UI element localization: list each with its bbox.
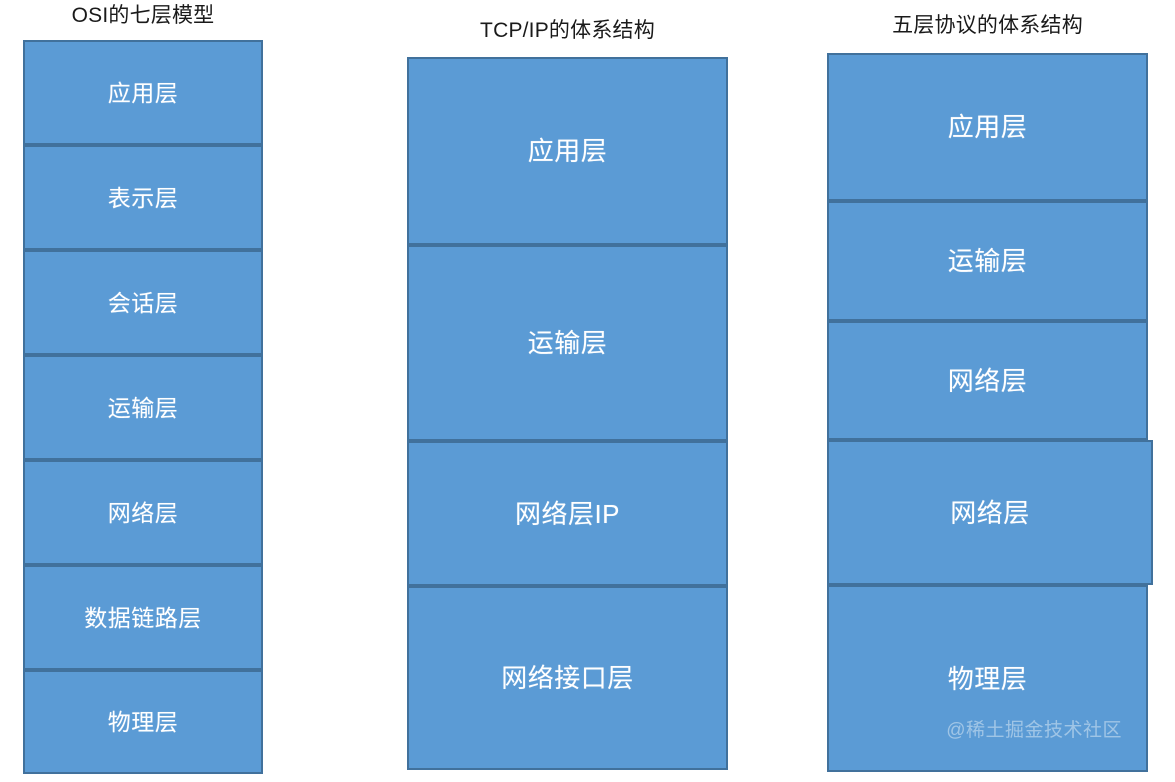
five-layer-physical[interactable]: 物理层 @稀土掘金技术社区 xyxy=(827,585,1148,772)
osi-layer-transport[interactable]: 运输层 xyxy=(23,355,263,460)
osi-layer-physical-label: 物理层 xyxy=(107,709,179,735)
five-layer-data-link-label: 网络层 xyxy=(950,497,1030,528)
tcpip-layer-transport[interactable]: 运输层 xyxy=(407,245,728,441)
column-five-layer-architecture: 五层协议的体系结构 应用层 运输层 网络层 网络层 物理层 @稀土掘金技术社区 xyxy=(800,0,1175,782)
osi-layer-presentation[interactable]: 表示层 xyxy=(23,145,263,250)
tcpip-layer-transport-label: 运输层 xyxy=(527,328,608,358)
tcpip-layer-stack: 应用层 运输层 网络层IP 网络接口层 xyxy=(407,57,728,770)
five-layer-transport-label: 运输层 xyxy=(947,246,1028,276)
osi-layer-data-link[interactable]: 数据链路层 xyxy=(23,565,263,670)
tcpip-layer-application-label: 应用层 xyxy=(527,136,608,166)
osi-layer-stack: 应用层 表示层 会话层 运输层 网络层 数据链路层 物理层 xyxy=(23,40,263,774)
column-title-tcpip: TCP/IP的体系结构 xyxy=(480,19,655,42)
column-title-osi: OSI的七层模型 xyxy=(71,4,215,27)
osi-layer-presentation-label: 表示层 xyxy=(107,184,179,211)
five-layer-application[interactable]: 应用层 xyxy=(827,53,1148,201)
five-layer-network[interactable]: 网络层 xyxy=(827,321,1148,440)
tcpip-layer-network-interface[interactable]: 网络接口层 xyxy=(407,586,728,770)
osi-layer-data-link-label: 数据链路层 xyxy=(84,604,202,631)
column-title-five-layer: 五层协议的体系结构 xyxy=(892,14,1083,37)
tcpip-layer-network-ip[interactable]: 网络层IP xyxy=(407,441,728,586)
five-layer-physical-label: 物理层 xyxy=(947,663,1028,694)
five-layer-stack: 应用层 运输层 网络层 网络层 物理层 @稀土掘金技术社区 xyxy=(827,53,1153,772)
osi-layer-session-label: 会话层 xyxy=(107,289,179,316)
five-layer-network-label: 网络层 xyxy=(947,365,1028,396)
osi-layer-transport-label: 运输层 xyxy=(107,394,179,421)
column-osi-seven-layer-model: OSI的七层模型 应用层 表示层 会话层 运输层 网络层 数据链路层 物理层 xyxy=(0,0,300,782)
osi-layer-network-label: 网络层 xyxy=(107,499,179,526)
column-tcpip-architecture: TCP/IP的体系结构 应用层 运输层 网络层IP 网络接口层 xyxy=(380,0,760,782)
osi-layer-network[interactable]: 网络层 xyxy=(23,460,263,565)
osi-layer-physical[interactable]: 物理层 xyxy=(23,670,263,774)
tcpip-layer-network-interface-label: 网络接口层 xyxy=(501,663,634,693)
five-layer-application-label: 应用层 xyxy=(947,112,1028,142)
watermark-text: @稀土掘金技术社区 xyxy=(946,720,1122,741)
tcpip-layer-network-ip-label: 网络层IP xyxy=(514,498,621,529)
osi-layer-application[interactable]: 应用层 xyxy=(23,40,263,145)
osi-layer-session[interactable]: 会话层 xyxy=(23,250,263,355)
five-layer-transport[interactable]: 运输层 xyxy=(827,201,1148,321)
osi-layer-application-label: 应用层 xyxy=(107,79,179,106)
tcpip-layer-application[interactable]: 应用层 xyxy=(407,57,728,245)
five-layer-data-link[interactable]: 网络层 xyxy=(827,440,1153,585)
